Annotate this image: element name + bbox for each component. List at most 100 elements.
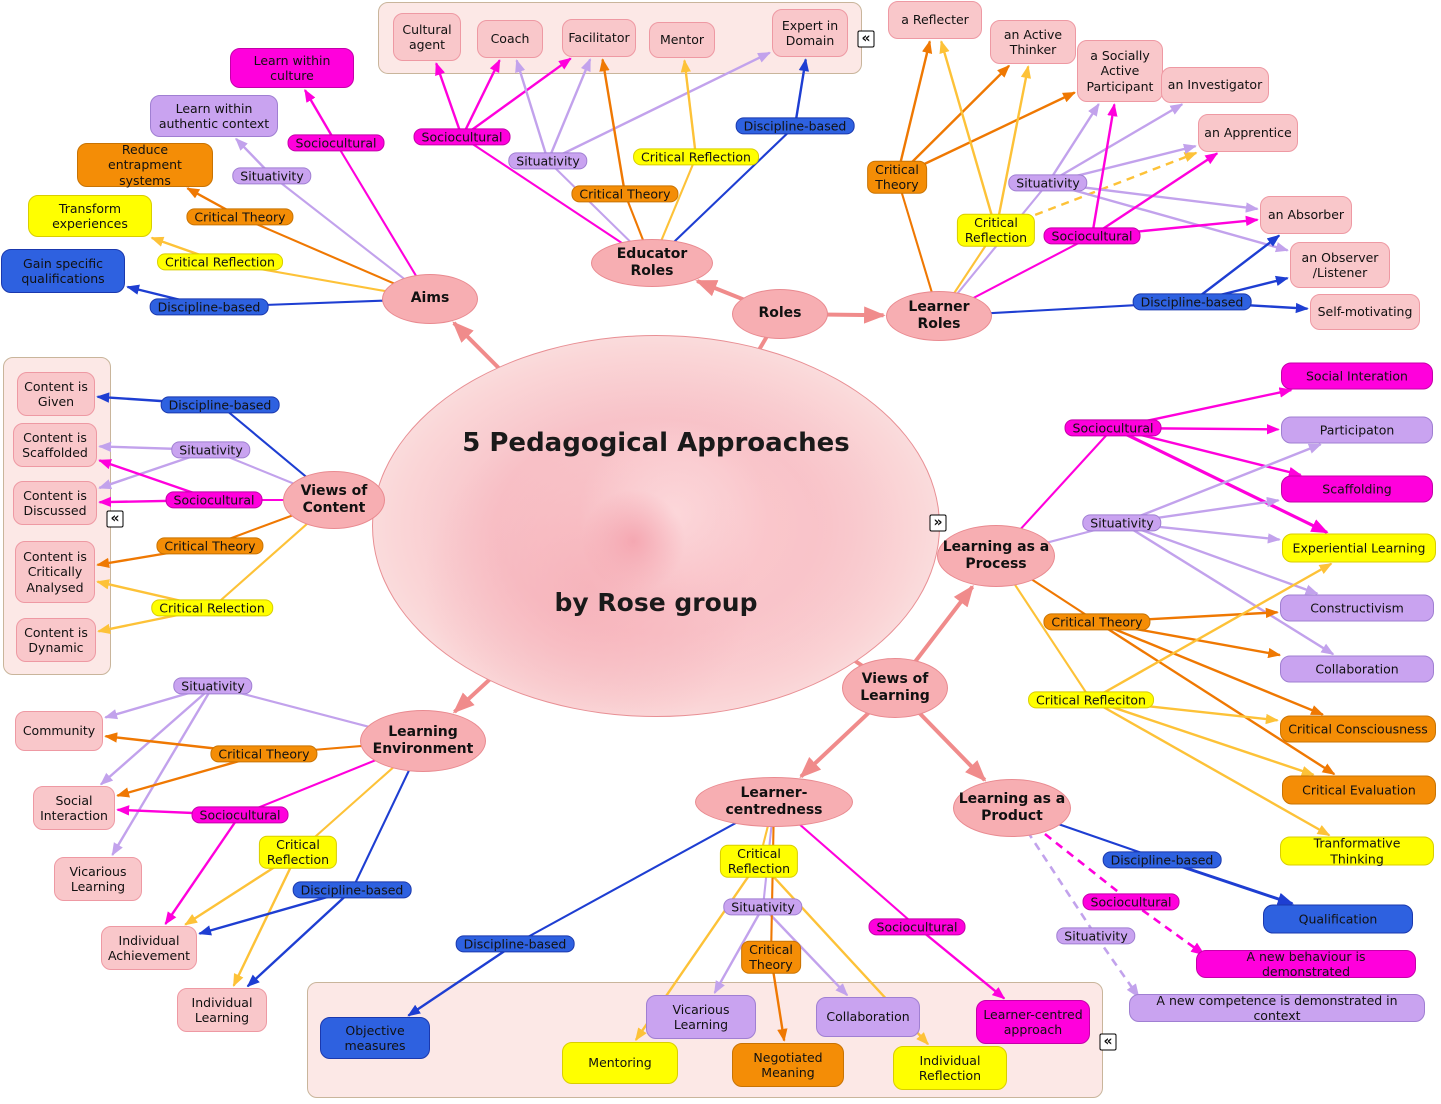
label-critical-relection-voc[interactable]: Critical Relection [151, 599, 273, 617]
box-new-behaviour[interactable]: A new behaviour is demonstrated [1196, 949, 1416, 979]
label-sociocultural-edu[interactable]: Sociocultural [413, 128, 511, 146]
label-situativity-voc[interactable]: Situativity [171, 441, 251, 459]
label-critical-reflection-lc[interactable]: Critical Reflection [719, 844, 799, 878]
box-mentor[interactable]: Mentor [649, 22, 715, 58]
box-content-analysed[interactable]: Content is Critically Analysed [15, 541, 95, 603]
box-transform-experiences[interactable]: Transform experiences [28, 195, 152, 237]
label-discipline-based-edu[interactable]: Discipline-based [735, 117, 855, 135]
box-individual-achievement[interactable]: Individual Achievement [101, 926, 197, 970]
box-collaboration-lc[interactable]: Collaboration [816, 997, 920, 1037]
label-situativity-lr[interactable]: Situativity [1008, 174, 1088, 192]
label-discipline-based-le[interactable]: Discipline-based [292, 881, 412, 899]
label-situativity-aims[interactable]: Situativity [232, 167, 312, 185]
box-content-discussed[interactable]: Content is Discussed [13, 481, 97, 525]
hub-learner-roles[interactable]: Learner Roles [886, 291, 992, 341]
hub-views-content[interactable]: Views of Content [283, 471, 385, 529]
box-new-competence[interactable]: A new competence is demonstrated in cont… [1129, 993, 1425, 1023]
label-situativity-le[interactable]: Situativity [173, 677, 253, 695]
box-individual-learning[interactable]: Individual Learning [177, 988, 267, 1032]
label-critical-reflection-aims[interactable]: Critical Reflection [157, 253, 283, 271]
box-reflecter[interactable]: a Reflecter [888, 1, 982, 39]
box-vicarious-learning-env[interactable]: Vicarious Learning [54, 857, 142, 901]
label-discipline-based-aims[interactable]: Discipline-based [149, 298, 269, 316]
collapse-icon-content[interactable]: « [106, 510, 124, 528]
collapse-icon-outcomes[interactable]: « [1099, 1033, 1117, 1051]
label-sociocultural-lr[interactable]: Sociocultural [1043, 227, 1141, 245]
label-critical-theory-edu[interactable]: Critical Theory [571, 185, 679, 203]
label-situativity-edu[interactable]: Situativity [508, 152, 588, 170]
box-tranformative-thinking[interactable]: Tranformative Thinking [1280, 836, 1434, 866]
hub-educator-roles[interactable]: Educator Roles [591, 239, 713, 287]
label-discipline-based-lc[interactable]: Discipline-based [455, 935, 575, 953]
box-critical-evaluation[interactable]: Critical Evaluation [1282, 775, 1436, 805]
box-mentoring[interactable]: Mentoring [562, 1042, 678, 1084]
box-absorber[interactable]: an Absorber [1260, 196, 1352, 234]
label-critical-refleciton-lp[interactable]: Critical Refleciton [1028, 691, 1154, 709]
box-content-dynamic[interactable]: Content is Dynamic [16, 618, 96, 662]
hub-learning-env[interactable]: Learning Environment [360, 710, 486, 772]
hub-views-learning[interactable]: Views of Learning [842, 658, 948, 718]
box-experiential-learning[interactable]: Experiential Learning [1282, 533, 1436, 563]
box-apprentice[interactable]: an Apprentice [1198, 114, 1298, 152]
box-learn-within-culture[interactable]: Learn within culture [230, 48, 354, 88]
box-investigator[interactable]: an Investigator [1161, 67, 1269, 103]
box-coach[interactable]: Coach [477, 20, 543, 58]
label-critical-theory-voc[interactable]: Critical Theory [156, 537, 264, 555]
hub-aims[interactable]: Aims [382, 274, 478, 324]
box-collaboration-lp[interactable]: Collaboration [1280, 655, 1434, 683]
box-scaffolding[interactable]: Scaffolding [1281, 475, 1433, 503]
label-sociocultural-le[interactable]: Sociocultural [191, 806, 289, 824]
box-social-interaction[interactable]: Social Interaction [33, 786, 115, 830]
box-qualification[interactable]: Qualification [1263, 904, 1413, 934]
box-social-interation[interactable]: Social Interation [1281, 362, 1433, 390]
box-content-given[interactable]: Content is Given [17, 372, 95, 416]
label-sociocultural-lprod[interactable]: Sociocultural [1082, 893, 1180, 911]
box-critical-consciousness[interactable]: Critical Consciousness [1280, 715, 1436, 743]
label-discipline-based-voc[interactable]: Discipline-based [160, 396, 280, 414]
expand-icon-process[interactable]: » [929, 514, 947, 532]
box-reduce-entrapment[interactable]: Reduce entrapment systems [77, 142, 213, 188]
label-situativity-lprod[interactable]: Situativity [1056, 927, 1136, 945]
label-critical-theory-le[interactable]: Critical Theory [210, 745, 318, 763]
label-situativity-lc[interactable]: Situativity [723, 898, 803, 916]
label-critical-reflection-lr[interactable]: Critical Reflection [956, 213, 1036, 247]
box-cultural-agent[interactable]: Cultural agent [393, 13, 461, 61]
hub-learner-centredness[interactable]: Learner-centredness [695, 777, 853, 827]
label-discipline-based-lr[interactable]: Discipline-based [1132, 293, 1252, 311]
box-gain-qualifications[interactable]: Gain specific qualifications [1, 249, 125, 293]
box-content-scaffolded[interactable]: Content is Scaffolded [13, 423, 97, 467]
box-self-motivating[interactable]: Self-motivating [1310, 294, 1420, 330]
hub-learning-process[interactable]: Learning as a Process [937, 525, 1055, 587]
edge-label-sociocultural-lprod--box-new-behaviour [1130, 900, 1206, 956]
box-constructivism[interactable]: Constructivism [1280, 594, 1434, 622]
label-critical-theory-lc[interactable]: Critical Theory [741, 940, 801, 974]
box-expert-domain[interactable]: Expert in Domain [772, 9, 848, 57]
label-discipline-based-lprod[interactable]: Discipline-based [1102, 851, 1222, 869]
box-active-thinker[interactable]: an Active Thinker [990, 20, 1076, 64]
label-sociocultural-lc[interactable]: Sociocultural [868, 918, 966, 936]
box-participaton[interactable]: Participaton [1281, 416, 1433, 444]
box-individual-reflection[interactable]: Individual Reflection [893, 1046, 1007, 1090]
label-critical-reflection-le[interactable]: Critical Reflection [258, 835, 338, 869]
label-critical-theory-lr[interactable]: Critical Theory [867, 160, 927, 194]
label-situativity-lp[interactable]: Situativity [1082, 514, 1162, 532]
label-sociocultural-aims[interactable]: Sociocultural [287, 134, 385, 152]
box-vicarious-learning-lc[interactable]: Vicarious Learning [646, 995, 756, 1039]
box-negotiated-meaning[interactable]: Negotiated Meaning [732, 1043, 844, 1087]
hub-learning-product[interactable]: Learning as a Product [953, 779, 1071, 837]
hub-roles[interactable]: Roles [732, 289, 828, 339]
label-sociocultural-lp[interactable]: Sociocultural [1064, 419, 1162, 437]
label-sociocultural-voc[interactable]: Sociocultural [165, 491, 263, 509]
label-critical-reflection-edu[interactable]: Critical Reflection [633, 148, 759, 166]
box-learner-centred-approach[interactable]: Learner-centred approach [976, 1000, 1090, 1044]
box-facilitator[interactable]: Facilitator [562, 19, 636, 57]
label-critical-theory-aims[interactable]: Critical Theory [186, 208, 294, 226]
box-learn-authentic[interactable]: Learn within authentic context [150, 95, 278, 137]
box-objective-measures[interactable]: Objective measures [320, 1017, 430, 1059]
label-critical-theory-lp[interactable]: Critical Theory [1043, 613, 1151, 631]
box-community[interactable]: Community [15, 711, 103, 751]
collapse-icon-educator[interactable]: « [857, 30, 875, 48]
box-socially-active[interactable]: a Socially Active Participant [1077, 40, 1163, 102]
box-observer[interactable]: an Observer /Listener [1290, 242, 1390, 288]
